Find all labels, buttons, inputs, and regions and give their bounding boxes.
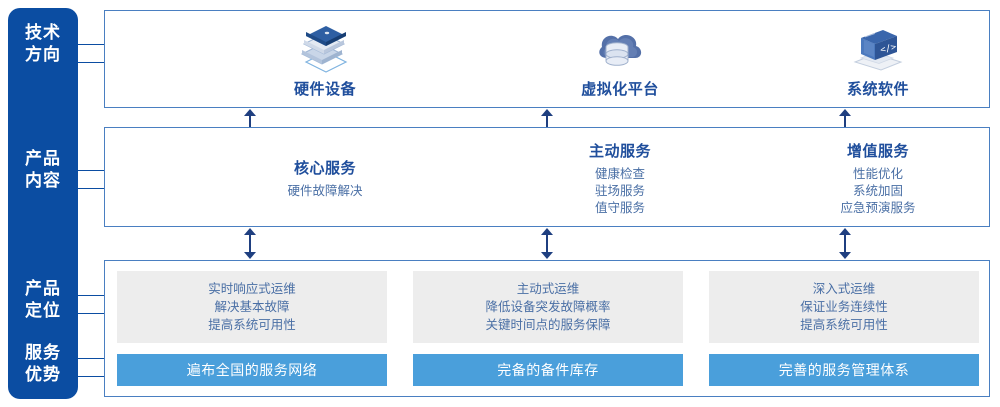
section-tech-direction: 硬件设备 虚拟化平台 (104, 10, 990, 108)
arrow-head-up (541, 228, 553, 235)
content-line: 驻场服务 (594, 183, 645, 198)
tech-column-hardware[interactable]: 硬件设备 (175, 11, 475, 109)
content-line: 性能优化 (852, 166, 903, 181)
content-line: 值守服务 (594, 200, 645, 215)
position-line: 主动式运维 (516, 282, 580, 296)
position-line: 提高系统可用性 (208, 318, 296, 332)
tech-title-system-software: 系统软件 (846, 80, 909, 98)
connector-tech-top (78, 44, 105, 45)
tech-title-virtualization: 虚拟化平台 (581, 80, 659, 98)
arrow-head-up (839, 228, 851, 235)
position-line: 实时响应式运维 (208, 282, 296, 296)
position-line: 降低设备突发故障概率 (485, 300, 611, 314)
server-stack-icon (296, 22, 354, 74)
arrow-up-virtualization (540, 109, 554, 127)
arrow-shaft (546, 114, 548, 127)
tech-column-virtualization[interactable]: 虚拟化平台 (475, 11, 765, 109)
bottom-column-proactive[interactable]: 主动式运维 降低设备突发故障概率 关键时间点的服务保障 完备的备件库存 (413, 271, 683, 386)
rail-label-tech-direction: 技术 方向 (25, 23, 61, 64)
rail-label-product-position: 产品 定位 (25, 279, 61, 320)
arrow-bidirectional-proactive (540, 228, 554, 259)
arrow-head-down (244, 252, 256, 259)
content-line: 硬件故障解决 (287, 183, 363, 198)
position-panel-indepth: 深入式运维 保证业务连续性 提高系统可用性 (709, 271, 979, 343)
advantage-bar-management-system[interactable]: 完善的服务管理体系 (709, 354, 979, 386)
laptop-code-icon: </> (849, 22, 907, 74)
content-column-value-added-service[interactable]: 增值服务 性能优化 系统加固 应急预演服务 (765, 128, 991, 228)
content-line: 健康检查 (594, 166, 645, 181)
content-title-value-added-service: 增值服务 (846, 142, 909, 160)
arrow-bidirectional-value-added (838, 228, 852, 259)
section-position-advantage: 实时响应式运维 解决基本故障 提高系统可用性 遍布全国的服务网络 主动式运维 降… (104, 260, 990, 397)
svg-text:</>: </> (879, 42, 898, 56)
arrow-head-up (244, 109, 256, 116)
rail-label-service-advantage: 服务 优势 (25, 343, 61, 384)
arrow-head-down (839, 252, 851, 259)
arrow-shaft (249, 233, 251, 254)
position-line: 保证业务连续性 (800, 300, 888, 314)
position-panel-realtime: 实时响应式运维 解决基本故障 提高系统可用性 (117, 271, 387, 343)
content-title-core-service: 核心服务 (293, 159, 356, 177)
content-line: 应急预演服务 (840, 200, 916, 215)
advantage-bar-service-network[interactable]: 遍布全国的服务网络 (117, 354, 387, 386)
connector-position-top (78, 295, 105, 296)
position-line: 关键时间点的服务保障 (485, 318, 611, 332)
position-line: 深入式运维 (812, 282, 876, 296)
advantage-bar-spare-parts[interactable]: 完备的备件库存 (413, 354, 683, 386)
content-title-proactive-service: 主动服务 (588, 142, 651, 160)
arrow-shaft (844, 114, 846, 127)
position-line: 提高系统可用性 (800, 318, 888, 332)
position-panel-proactive: 主动式运维 降低设备突发故障概率 关键时间点的服务保障 (413, 271, 683, 343)
cloud-database-icon (591, 22, 649, 74)
arrow-head-up (244, 228, 256, 235)
arrow-head-down (541, 252, 553, 259)
connector-tech-bottom (78, 62, 105, 63)
arrow-bidirectional-core (243, 228, 257, 259)
connector-content-bottom (78, 188, 105, 189)
section-product-content: 核心服务 硬件故障解决 主动服务 健康检查 驻场服务 值守服务 增值服务 性能优… (104, 127, 990, 227)
bottom-column-indepth[interactable]: 深入式运维 保证业务连续性 提高系统可用性 完善的服务管理体系 (709, 271, 979, 386)
arrow-up-system-software (838, 109, 852, 127)
arrow-shaft (249, 114, 251, 127)
position-line: 解决基本故障 (214, 300, 290, 314)
connector-advantage-top (78, 358, 105, 359)
arrow-shaft (844, 233, 846, 254)
content-line: 系统加固 (852, 183, 903, 198)
bottom-column-realtime[interactable]: 实时响应式运维 解决基本故障 提高系统可用性 遍布全国的服务网络 (117, 271, 387, 386)
arrow-up-hardware (243, 109, 257, 127)
rail-label-product-content: 产品 内容 (25, 149, 61, 190)
tech-title-hardware: 硬件设备 (293, 80, 356, 98)
connector-content-top (78, 170, 105, 171)
connector-position-bottom (78, 313, 105, 314)
connector-advantage-bottom (78, 376, 105, 377)
content-column-proactive-service[interactable]: 主动服务 健康检查 驻场服务 值守服务 (475, 128, 765, 228)
tech-column-system-software[interactable]: </> 系统软件 (765, 11, 991, 109)
category-rail (8, 8, 78, 399)
arrow-shaft (546, 233, 548, 254)
arrow-head-up (839, 109, 851, 116)
arrow-head-up (541, 109, 553, 116)
content-column-core-service[interactable]: 核心服务 硬件故障解决 (175, 128, 475, 228)
